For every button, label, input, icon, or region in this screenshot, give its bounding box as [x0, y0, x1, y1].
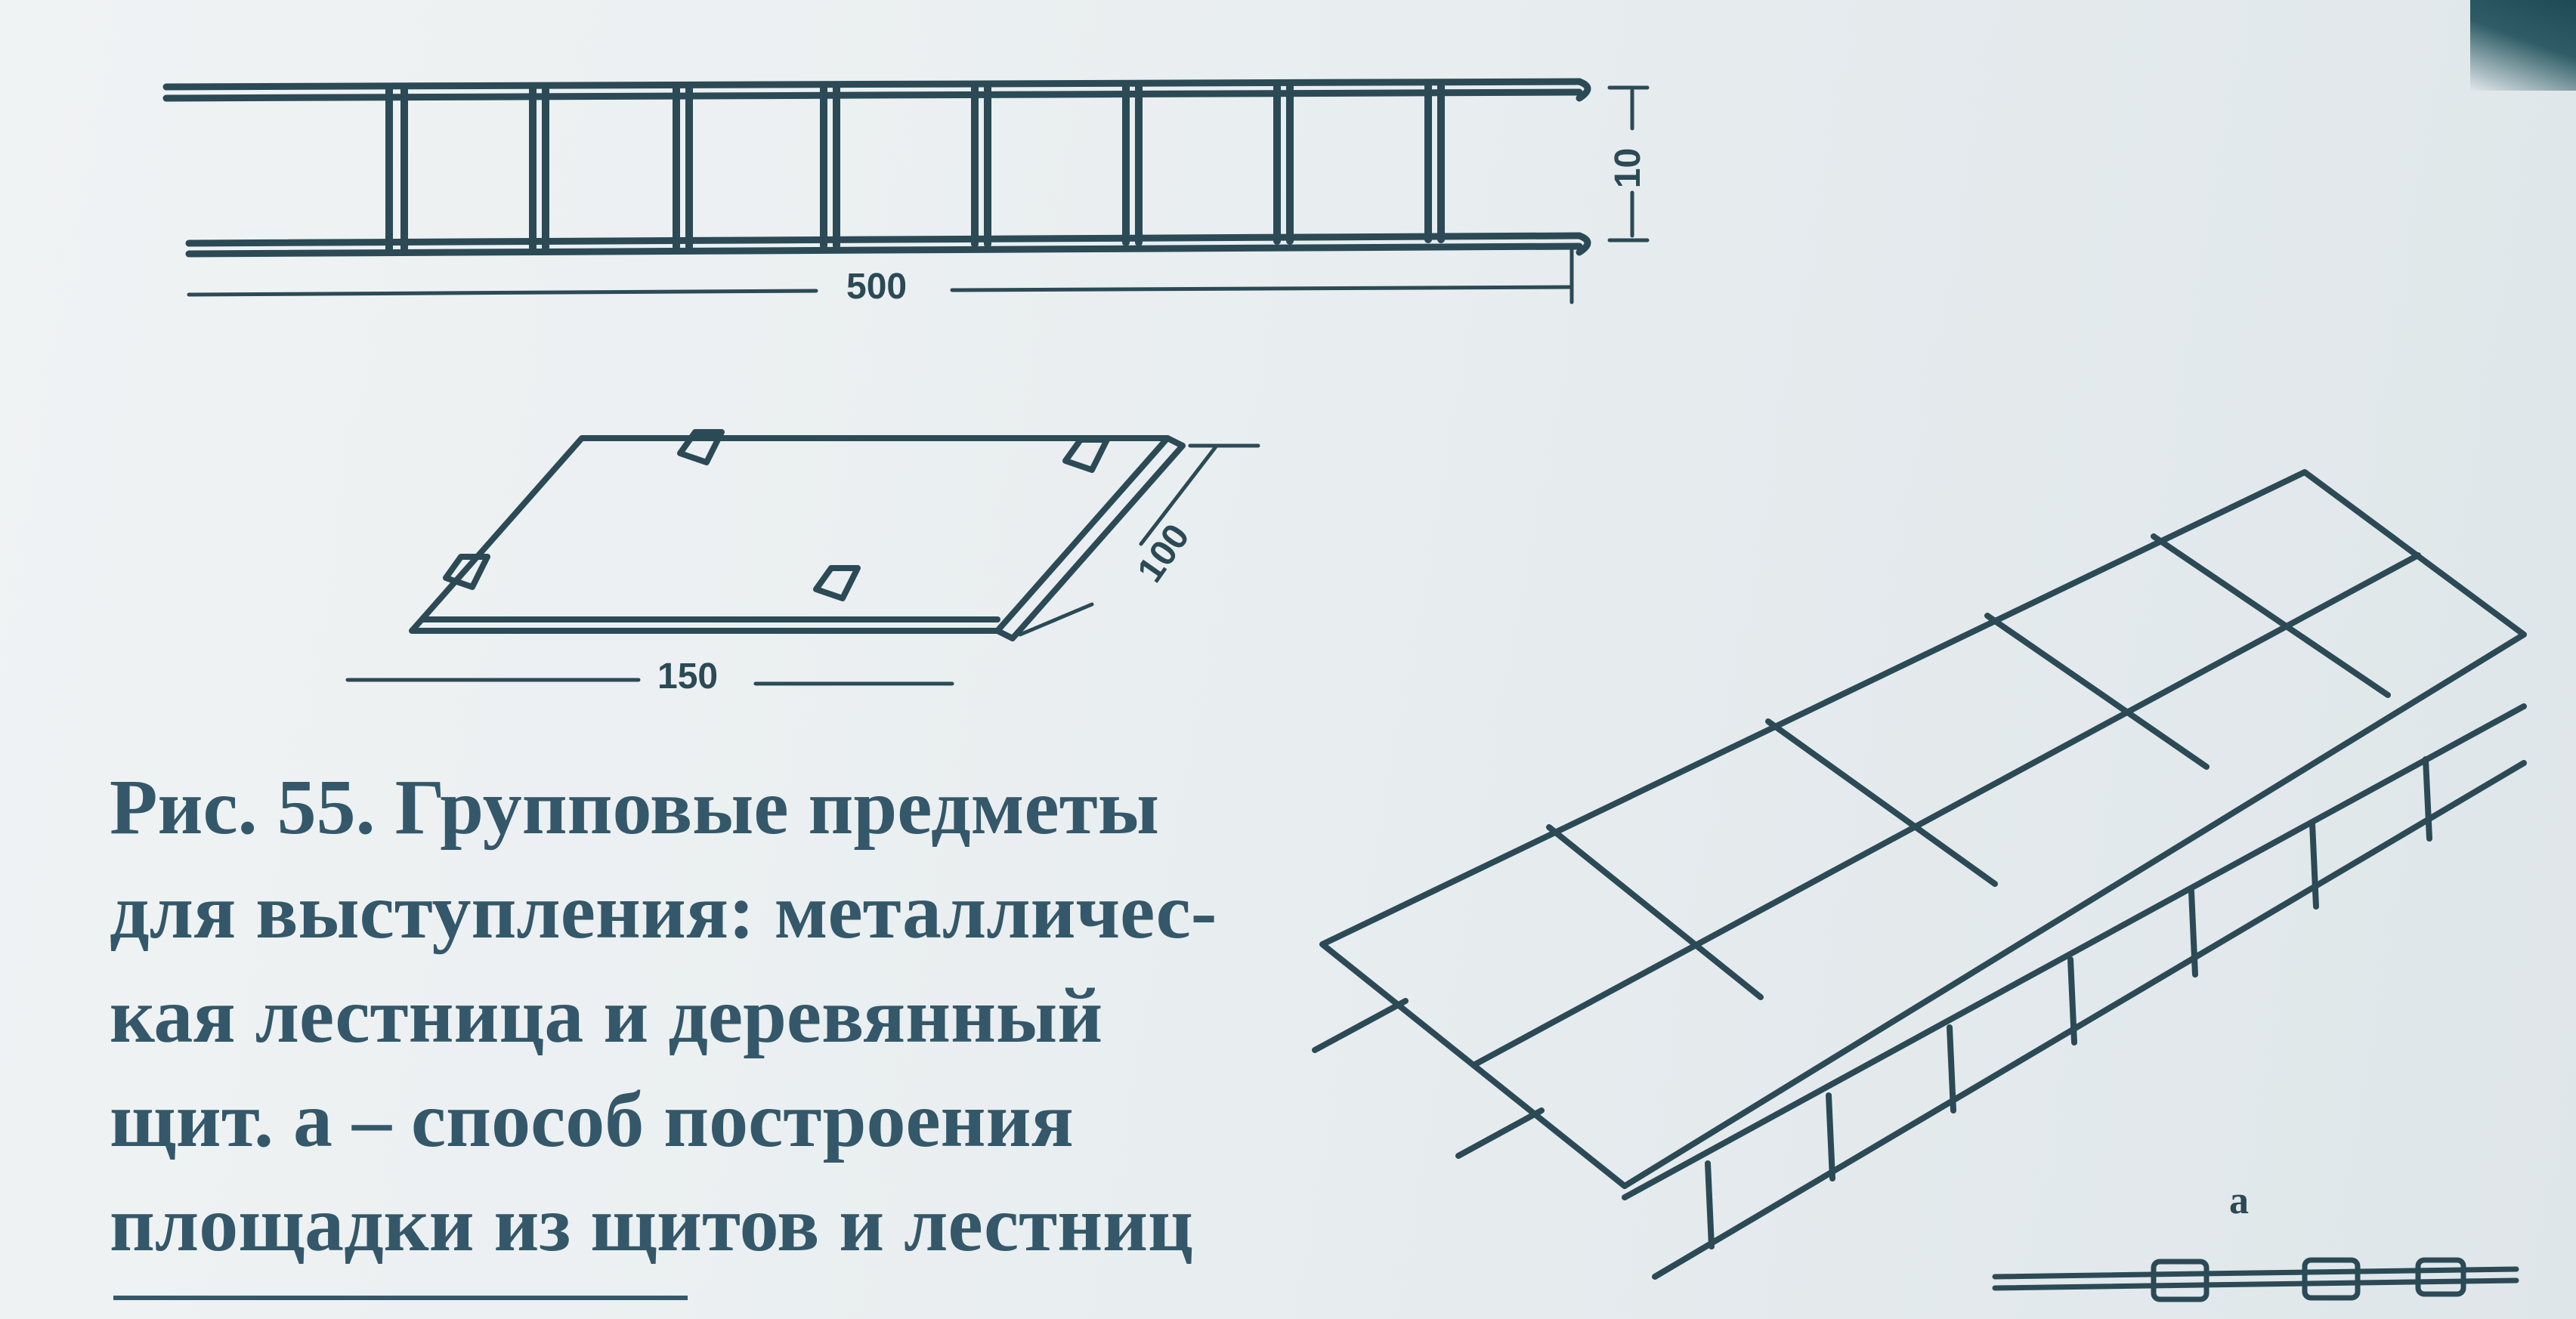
ladder-length-label: 500	[846, 267, 908, 307]
page-corner-shadow	[2470, 0, 2576, 91]
caption-line-5: площадки из щитов и лестниц	[110, 1181, 1193, 1268]
caption-divider	[113, 1296, 688, 1300]
shield-length-label: 150	[657, 656, 719, 697]
detail-label-a: а	[2229, 1179, 2249, 1222]
figure-caption: Рис. 55. Групповые предметы для выступле…	[110, 755, 1288, 1277]
caption-line-2: для выступления: металличес-	[110, 868, 1217, 955]
caption-line-4: щит. а – способ построения	[110, 1077, 1074, 1163]
caption-line-3: кая лестница и деревянный	[110, 972, 1103, 1059]
caption-line-1: Рис. 55. Групповые предметы	[110, 764, 1159, 851]
